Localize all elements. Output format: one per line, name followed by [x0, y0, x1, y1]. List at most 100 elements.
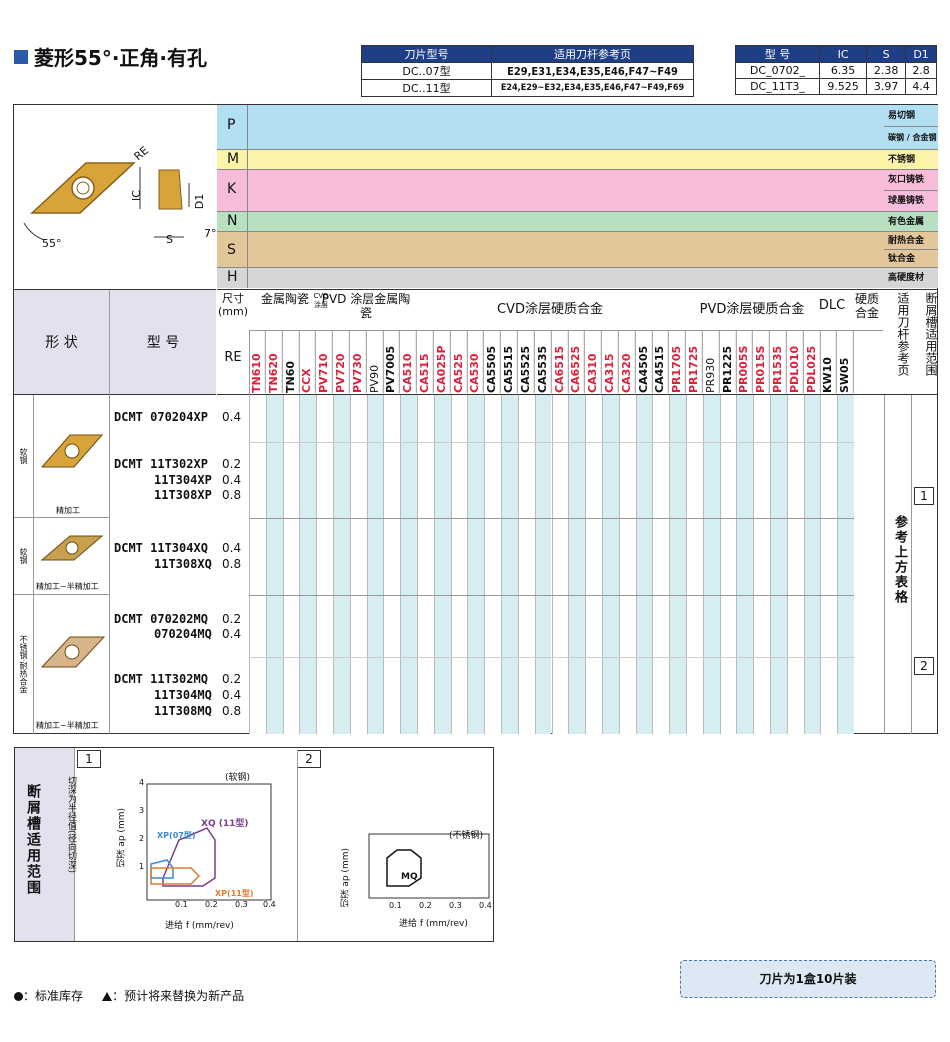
- dim-cell: 2.8: [905, 62, 937, 79]
- material-letter-s: S: [227, 242, 236, 258]
- dim-header: S: [866, 45, 907, 63]
- material-band-h: [217, 268, 884, 288]
- re-value: 0.4: [222, 627, 242, 641]
- grade-column: [517, 395, 535, 734]
- material-band-k: [217, 170, 884, 212]
- grade-column: [450, 395, 468, 734]
- chart1-ytick: 1: [139, 862, 145, 871]
- chart1-xtick: 0.4: [263, 900, 276, 909]
- grade-label: CA315: [601, 331, 619, 393]
- grade-column: [282, 395, 300, 734]
- material-label: 高硬度材: [884, 268, 938, 288]
- re-value: 0.8: [222, 704, 242, 718]
- grade-label: CA310: [585, 331, 602, 393]
- material-letter-m: M: [227, 151, 240, 167]
- header-pvd-cermet: PVD 涂层金属陶瓷: [321, 292, 411, 320]
- grade-label: PV710: [316, 331, 334, 393]
- chart1-ytick: 4: [139, 778, 145, 787]
- ref-note: 参考上方表格: [892, 515, 907, 605]
- page-title: 菱形55°·正角·有孔: [14, 42, 207, 71]
- diagram-label-angle55: 55°: [42, 237, 62, 250]
- holder-ref-table: 刀片型号 适用刀杆参考页 DC..07型 E29,E31,E34,E35,E46…: [361, 45, 694, 97]
- material-band-area: P M K N S H: [217, 105, 884, 288]
- material-label: 有色金属: [884, 212, 938, 232]
- grade-column: [467, 395, 485, 734]
- grade-label: PR930: [702, 331, 720, 393]
- grade-column: [702, 395, 720, 734]
- re-value: 0.2: [222, 457, 242, 471]
- header-shape: 形 状: [14, 290, 110, 396]
- insert-diagram: RE IC S D1 55° 7°: [14, 105, 217, 288]
- group-shape-1: 精加工: [34, 395, 110, 518]
- material-band-n: [217, 212, 884, 232]
- grade-label: TN60: [282, 331, 300, 393]
- grade-label: TN620: [265, 331, 283, 393]
- grade-label: CA4505: [635, 331, 653, 393]
- grade-column: [635, 395, 653, 734]
- grade-label: SW05: [837, 331, 854, 393]
- dim-header: 型 号: [735, 45, 820, 63]
- chip-range-title: 断屑槽适用范围: [25, 784, 41, 896]
- model-name: 070204MQ: [154, 627, 212, 641]
- header-pvd: PVD涂层硬质合金: [699, 302, 805, 317]
- chart1-plot: [146, 783, 272, 901]
- grade-column: [400, 395, 418, 734]
- re-value: 0.8: [222, 488, 242, 502]
- holder-row-pages: E29,E31,E34,E35,E46,F47~F49: [491, 62, 694, 80]
- chip-ref-2: 2: [914, 657, 934, 675]
- side-note: 切深为半径值(径向切深): [66, 776, 76, 874]
- header-re: RE: [224, 350, 242, 365]
- grade-column: [618, 395, 636, 734]
- grade-column: [652, 395, 670, 734]
- grade-column: [249, 395, 266, 734]
- grade-label: PV90: [366, 331, 384, 393]
- group-shape-3: 精加工~半精加工: [34, 595, 110, 734]
- chart2-xtick: 0.2: [419, 901, 432, 910]
- dimension-table: 型 号 IC S D1 DC_0702_ 6.35 2.38 2.8 DC_11…: [735, 45, 937, 95]
- grade-column: [349, 395, 367, 734]
- header-cvd-cermet: CVD 涂层: [313, 292, 329, 309]
- grade-label: PDL025: [803, 331, 821, 393]
- grade-label: CA530: [467, 331, 485, 393]
- grade-label: PR1725: [685, 331, 703, 393]
- dim-header: IC: [818, 45, 868, 63]
- holder-header-model: 刀片型号: [361, 45, 492, 63]
- diagram-label-s: S: [166, 233, 173, 246]
- header-cvd: CVD涂层硬质合金: [497, 302, 603, 317]
- holder-row-pages: E24,E29~E32,E34,E35,E46,F47~F49,F69: [491, 79, 694, 97]
- header-size: 尺寸 (mm): [217, 292, 248, 318]
- grade-column: [383, 395, 401, 734]
- grade-column: [837, 395, 854, 734]
- chart1-ytick: 2: [139, 834, 145, 843]
- header-chip-range: 断屑槽适用范围: [924, 292, 938, 376]
- grade-column: [669, 395, 686, 734]
- group-finish: 精加工~半精加工: [36, 721, 99, 730]
- re-value: 0.2: [222, 612, 242, 626]
- chart2-ylabel: 切深 ap (mm): [341, 848, 351, 908]
- model-column: 软钢 精加工 软钢 精加工~半精加工 不锈钢·耐热合金 精加工~半精加工 DCM…: [14, 395, 249, 734]
- group-finish: 精加工: [56, 506, 80, 515]
- dim-cell: 2.38: [866, 62, 907, 79]
- material-label: 球墨铸铁: [884, 191, 938, 212]
- grade-label: TN610: [249, 331, 266, 393]
- legend-triangle-icon: [102, 992, 113, 1001]
- material-letter-n: N: [227, 213, 238, 229]
- grade-column: [265, 395, 283, 734]
- material-labels: 易切钢 碳钢 / 合金钢 不锈钢 灰口铸铁 球墨铸铁 有色金属 耐热合金 钛合金…: [884, 105, 938, 288]
- grade-label: PV720: [333, 331, 350, 393]
- grade-column: [601, 395, 619, 734]
- model-name: DCMT 11T302MQ: [114, 672, 208, 686]
- re-value: 0.4: [222, 473, 242, 487]
- chart2-xtick: 0.3: [449, 901, 462, 910]
- title-text: 菱形55°·正角·有孔: [34, 46, 208, 70]
- material-label: 灰口铸铁: [884, 170, 938, 191]
- grade-label: CA025P: [433, 331, 451, 393]
- re-value: 0.2: [222, 672, 242, 686]
- material-label: 易切钢: [884, 105, 938, 127]
- grade-label: CA5535: [534, 331, 552, 393]
- header-carbide: 硬质合金: [854, 292, 879, 320]
- model-name: 11T304XP: [154, 473, 212, 487]
- grade-column: [366, 395, 384, 734]
- grade-column: [753, 395, 770, 734]
- grade-column: [333, 395, 350, 734]
